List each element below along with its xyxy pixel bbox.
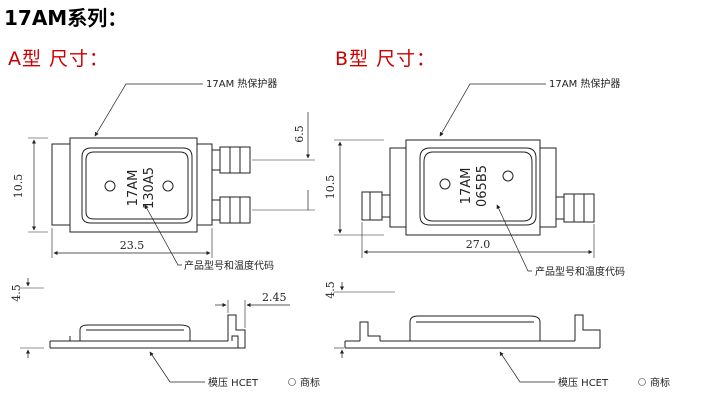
variant-b-dim-height: 4.5	[324, 281, 337, 299]
variant-a-dim-terminal: 6.5	[293, 125, 306, 143]
variant-a-label: A型 尺寸：	[8, 48, 110, 70]
callout-mold-a: 模压 HCET	[208, 377, 259, 389]
callout-model-code-b: 产品型号和温度代码	[535, 265, 625, 278]
callout-mold-b: 模压 HCET	[558, 377, 609, 389]
callout-protector-a: 17AM 热保护器	[206, 77, 277, 90]
variant-b-label: B型 尺寸：	[335, 48, 437, 70]
variant-a-dim-width: 10.5	[12, 174, 25, 199]
variant-b-side-view	[334, 282, 601, 383]
variant-a-side-view	[20, 278, 290, 383]
variant-a-marking-line1: 17AM	[126, 170, 141, 207]
callout-trademark-b: 商标	[650, 376, 670, 389]
callout-model-code-a: 产品型号和温度代码	[184, 259, 274, 272]
variant-a-dim-length: 23.5	[120, 239, 145, 252]
variant-a-dim-offset: 2.45	[262, 291, 287, 304]
variant-a-top-view	[28, 83, 315, 266]
variant-b-marking-line2: 065B5	[475, 165, 490, 207]
variant-b-dim-length: 27.0	[466, 238, 491, 251]
callout-protector-b: 17AM 热保护器	[549, 77, 620, 90]
callout-trademark-a: 商标	[300, 376, 320, 389]
variant-a-dim-height: 4.5	[10, 284, 23, 302]
variant-a-marking-line2: 130A5	[142, 167, 157, 209]
variant-b-dim-width: 10.5	[324, 175, 337, 200]
variant-b-top-view	[334, 83, 595, 272]
variant-b-marking-line1: 17AM	[459, 168, 474, 205]
registered-mark-icon	[288, 378, 296, 386]
registered-mark-icon	[638, 378, 646, 386]
page-title: 17AM系列：	[4, 6, 128, 30]
